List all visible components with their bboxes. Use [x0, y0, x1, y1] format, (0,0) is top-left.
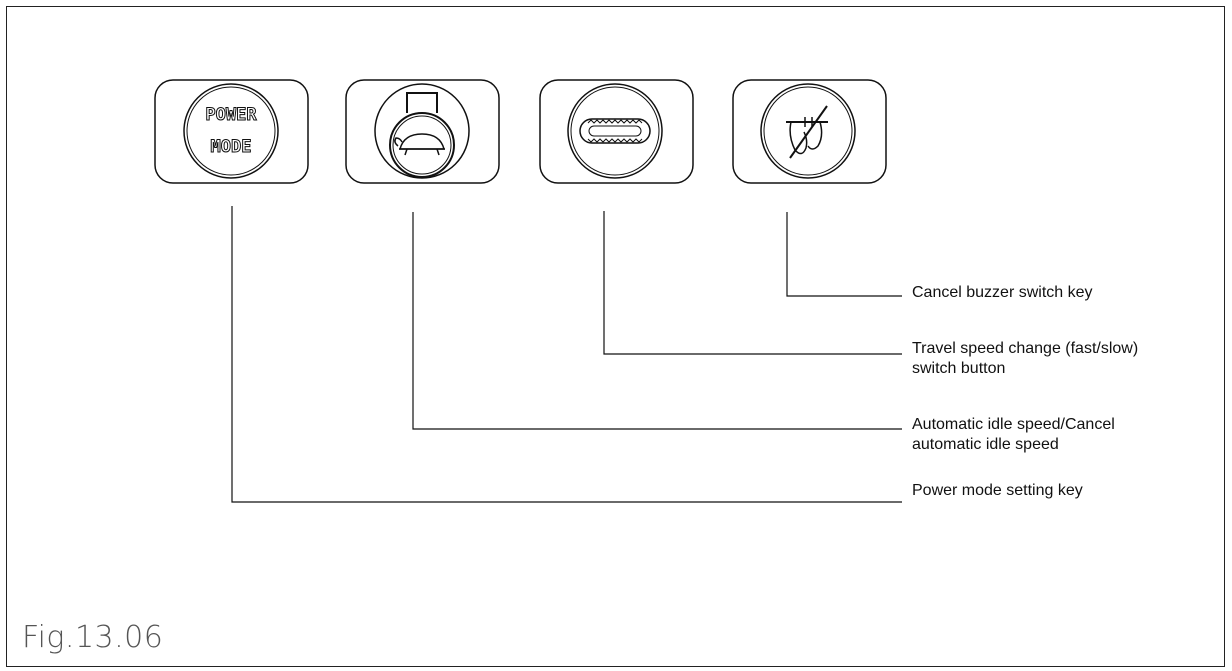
- callout-travel-line1: Travel speed change (fast/slow): [912, 340, 1139, 357]
- auto-idle-button: [345, 79, 500, 184]
- power-mode-icon-text-line2: MODE: [211, 137, 252, 157]
- leader-line-travel: [603, 211, 902, 355]
- callout-travel-line2: switch button: [912, 360, 1006, 377]
- travel-speed-button: [539, 79, 694, 184]
- power-mode-button: POWER MODE: [154, 79, 309, 184]
- leader-line-power: [231, 206, 902, 503]
- buzzer-cancel-icon: [786, 105, 828, 159]
- leader-line-buzzer: [786, 212, 902, 297]
- crawler-track-icon: [579, 118, 651, 144]
- leader-line-idle: [412, 212, 902, 430]
- callout-buzzer: Cancel buzzer switch key: [912, 284, 1093, 301]
- power-mode-icon-text-line1: POWER: [205, 105, 257, 125]
- figure-label: Fig.13.06: [22, 620, 164, 655]
- leader-lines: [231, 206, 902, 503]
- callout-idle-line1: Automatic idle speed/Cancel: [912, 416, 1115, 433]
- turtle-icon: [389, 92, 455, 178]
- buzzer-cancel-button: [732, 79, 887, 184]
- callout-power: Power mode setting key: [912, 482, 1083, 499]
- callout-idle-line2: automatic idle speed: [912, 436, 1059, 453]
